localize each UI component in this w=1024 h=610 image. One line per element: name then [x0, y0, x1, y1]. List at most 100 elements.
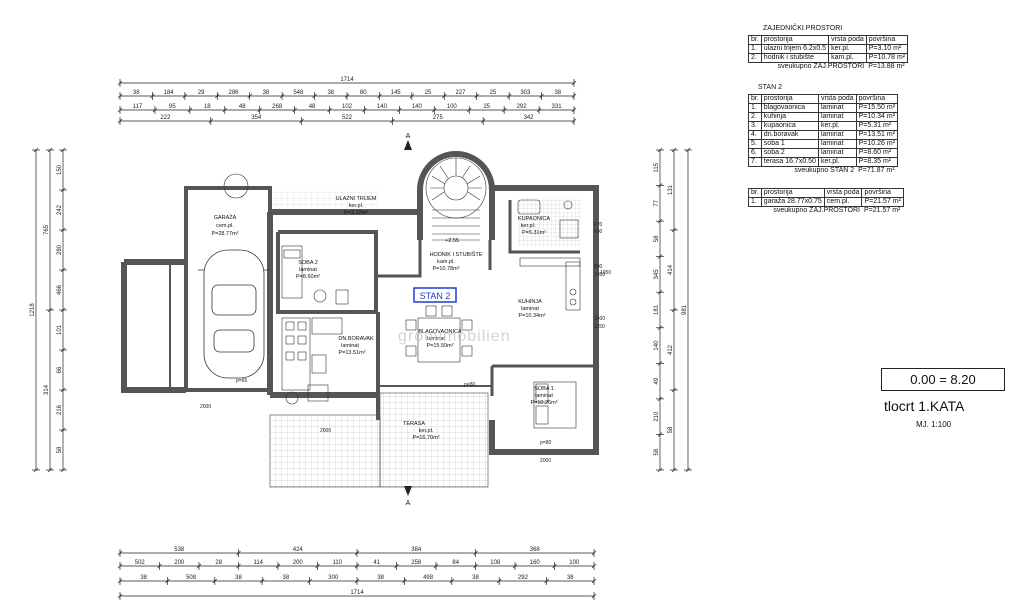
- unit-label-box: [413, 287, 457, 303]
- stan2-row-cell: P=8.35 m²: [855, 157, 899, 167]
- garage-header-row-cell: prostorija: [760, 188, 825, 198]
- stan2-row-cell: P=5.31 m²: [855, 121, 899, 131]
- window-label: 2000: [200, 404, 211, 410]
- dimension-label: 29: [198, 90, 205, 96]
- stan2-row-cell: 2.: [748, 112, 762, 122]
- dimension-label: 102: [342, 104, 353, 110]
- garage-header-row-cell: br.: [748, 188, 762, 198]
- stan2-row-cell: laminat: [817, 112, 857, 122]
- window-label: 800: [594, 264, 603, 270]
- shared-header-row-cell: prostorija: [760, 35, 830, 45]
- stan2-row-cell: 5.: [748, 139, 762, 149]
- spiral-stair: [425, 157, 487, 241]
- dimension-label: 502: [135, 560, 146, 566]
- dimension-label: 280: [57, 244, 63, 255]
- stan2-row-cell: 3.: [748, 121, 762, 131]
- level-mark: +2.55: [445, 238, 459, 244]
- stan2-row-cell: 1.: [748, 103, 762, 113]
- entrance-hatch: [268, 190, 378, 212]
- section-markers: [404, 140, 412, 496]
- dimension-label: 58: [57, 446, 63, 453]
- garage-total-label: sveukupno ZAJ.PROSTORI: [773, 207, 860, 214]
- dimension-label: 222: [160, 115, 171, 121]
- bathroom-hatch: [518, 198, 580, 246]
- dimension-label: 1218: [30, 303, 36, 317]
- dimension-label: 303: [520, 90, 531, 96]
- room-terasa-name: TERASA: [403, 421, 425, 427]
- stan2-row-cell: P=10.26 m²: [855, 139, 899, 149]
- unit-label: STAN 2: [420, 291, 451, 301]
- section-mark-bottom: A: [406, 500, 411, 507]
- dimension-label: 548: [293, 90, 304, 96]
- room-garage-area: P=28.77m²: [211, 231, 238, 237]
- dimension-label: 286: [228, 90, 239, 96]
- dimension-label: 412: [668, 344, 674, 355]
- dimension-label: 58: [654, 235, 660, 242]
- elevation-box: 0.00 = 8.20: [881, 368, 1005, 391]
- dimension-label: 150: [57, 164, 63, 175]
- dimension-label: 140: [654, 340, 660, 351]
- dimension-label: 292: [517, 104, 528, 110]
- room-trijem-name: ULAZNI TRIJEM: [336, 196, 377, 202]
- dimension-label: 522: [342, 115, 353, 121]
- garage-total-value: P=21.57 m²: [863, 207, 901, 214]
- stan2-row-cell: P=15.50 m²: [855, 103, 899, 113]
- dimension-label: 38: [133, 90, 140, 96]
- window-label: 1150: [594, 324, 605, 330]
- room-kupaonica-name: KUPAONICA: [518, 216, 550, 222]
- room-kupaonica-area: P=5.31m²: [522, 230, 546, 236]
- shared-header-row-cell: površina: [865, 35, 909, 45]
- dimension-label: 342: [524, 115, 535, 121]
- dimension-label: 184: [164, 90, 175, 96]
- dimension-label: 18: [204, 104, 211, 110]
- dimension-label: 466: [57, 284, 63, 295]
- watermark: gromimobilien: [398, 328, 511, 345]
- room-soba2-name: SOBA 2: [298, 260, 318, 266]
- dimension-label: 131: [668, 184, 674, 195]
- dimension-label: 227: [455, 90, 466, 96]
- stan2-row-cell: ker.pl.: [817, 157, 857, 167]
- window-label: p=80: [540, 440, 551, 446]
- dimension-label: 38: [235, 575, 242, 581]
- room-soba2-floor: laminat: [299, 267, 317, 273]
- dimension-label: 1714: [340, 77, 354, 83]
- dimension-label: 765: [44, 224, 50, 235]
- window-label: 770: [594, 222, 603, 228]
- plan-scale: MJ. 1:100: [916, 420, 952, 429]
- stan2-total-value: P=71.87 m²: [858, 167, 895, 174]
- room-soba2-area: P=8.60m²: [296, 274, 320, 280]
- dimension-label: 145: [391, 90, 402, 96]
- stan2-row-cell: P=8.60 m²: [855, 148, 899, 158]
- garage-row-cell: 1.: [748, 197, 762, 207]
- window-label: 1050: [594, 272, 605, 278]
- stan2-header-row-cell: br.: [748, 94, 762, 104]
- dimension-label: 981: [682, 304, 688, 315]
- garage-floor: [186, 188, 266, 388]
- dimension-label: 1714: [350, 590, 364, 596]
- window-label: 2000: [540, 458, 551, 464]
- dimension-label: 181: [654, 304, 660, 315]
- dimension-label: 300: [328, 575, 339, 581]
- dimension-label: 140: [377, 104, 388, 110]
- shared-spaces-title: ZAJEDNIČKI PROSTORI: [763, 25, 843, 32]
- dimension-label: 58: [654, 448, 660, 455]
- stan2-row-cell: 4.: [748, 130, 762, 140]
- dimension-label: 414: [668, 264, 674, 275]
- stan2-row-cell: P=13.51 m²: [855, 130, 899, 140]
- room-soba1-floor: laminat: [535, 393, 553, 399]
- shared-total-value: P=13.88 m²: [868, 63, 905, 70]
- stan2-row-cell: soba 1: [760, 139, 819, 149]
- stan2-row-cell: kupaonica: [760, 121, 819, 131]
- room-hodnik-name: HODNIK I STUBIŠTE: [430, 251, 483, 258]
- stan2-row-cell: laminat: [817, 103, 857, 113]
- dimension-label: 77: [654, 199, 660, 206]
- room-soba1-name: SOBA 1: [534, 386, 554, 392]
- dimension-label: 498: [423, 575, 434, 581]
- room-kupaonica-floor: ker.pl.: [521, 223, 536, 229]
- shared-header-row-cell: vrsta poda: [828, 35, 867, 45]
